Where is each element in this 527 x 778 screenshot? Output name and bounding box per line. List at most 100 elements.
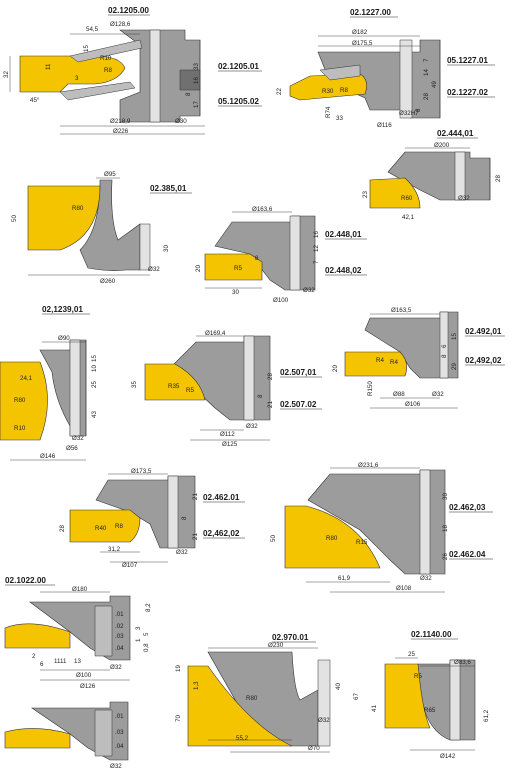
tool-drawing-6: 02,1239,01 Ø90 24,1 R80 R10 Ø146 Ø56 Ø32… xyxy=(0,305,98,461)
dimension-label: 43 xyxy=(91,411,98,418)
dimension-label: Ø112 xyxy=(220,431,235,438)
dimension-label: Ø32 xyxy=(72,435,84,442)
dimension-label: 28 xyxy=(423,93,430,100)
dimension-label: Ø32 xyxy=(420,575,432,582)
dimension-label: Ø100 xyxy=(273,297,289,304)
dimension-label: Ø126 xyxy=(80,683,96,690)
dimension-label: 17 xyxy=(193,101,200,108)
tool-code: 02.448,01 xyxy=(325,230,362,239)
dimension-label: 50 xyxy=(270,535,277,542)
dimension-label: 35 xyxy=(131,381,138,388)
tool-code: 02,1239,01 xyxy=(42,305,83,314)
dimension-label: Ø32 xyxy=(303,287,315,294)
dimension-label: R10 xyxy=(100,55,112,62)
dimension-label: R80 xyxy=(72,205,84,212)
dimension-label: 32 xyxy=(3,71,10,78)
dimension-label: Ø169,4 xyxy=(205,330,226,337)
dimension-label: R80 xyxy=(14,397,26,404)
tool-code: 02.1205.00 xyxy=(108,6,149,15)
dimension-label: Ø107 xyxy=(122,562,138,569)
dimension-label: R30 xyxy=(322,88,334,95)
dimension-label: 18 xyxy=(442,525,449,532)
dimension-label: Ø70 xyxy=(308,745,320,752)
dimension-label: Ø173,5 xyxy=(131,468,152,475)
tool-drawing-13: 02.1140.00 25 Ø83,6 41 R5 R65 Ø142 61,2 xyxy=(371,630,490,760)
tool-drawing-4: 02.385,01 Ø95 50 R80 30 Ø32 Ø260 xyxy=(11,171,192,285)
dimension-label: R8 xyxy=(115,523,123,530)
dimension-label: Ø163,5 xyxy=(391,307,412,314)
dimension-label: 42,1 xyxy=(402,214,415,221)
dimension-label: 33 xyxy=(193,63,200,70)
dimension-label: 21 xyxy=(192,533,199,540)
tool-code: 02,492,02 xyxy=(465,356,502,365)
dimension-label: Ø146 xyxy=(40,453,56,460)
dimension-label: Ø108 xyxy=(396,585,412,592)
dimension-label: 54,5 xyxy=(86,26,99,33)
dimension-label: 61,9 xyxy=(338,575,351,582)
dimension-label: 2 xyxy=(32,653,36,660)
dimension-label: Ø95 xyxy=(104,171,116,178)
dimension-label: R5 xyxy=(186,387,194,394)
dimension-label: R80 xyxy=(246,695,258,702)
dimension-label: Ø32 xyxy=(318,717,330,724)
dimension-label: R4 xyxy=(390,359,398,366)
dimension-label: 13 xyxy=(74,658,81,665)
dimension-label: Ø32 xyxy=(110,664,122,671)
dimension-label: R35 xyxy=(168,383,180,390)
dimension-label: R8 xyxy=(340,87,348,94)
dimension-label: R150 xyxy=(367,381,374,396)
dimension-label: .04 xyxy=(115,645,124,652)
dimension-label: .04 xyxy=(115,743,124,750)
dimension-label: 55,2 xyxy=(236,735,249,742)
dimension-label: Ø83,6 xyxy=(454,659,471,666)
dimension-label: 24,1 xyxy=(20,375,33,382)
dimension-label: 7 xyxy=(313,260,320,264)
dimension-label: R8 xyxy=(104,67,112,74)
dimension-label: Ø182 xyxy=(352,29,368,36)
dimension-label: Ø116 xyxy=(377,122,392,129)
tool-code: 02.385,01 xyxy=(150,184,187,193)
dimension-label: 67 xyxy=(353,693,360,700)
dimension-label: 6 xyxy=(40,661,44,668)
dimension-label: 28 xyxy=(267,373,274,380)
dimension-label: 15 xyxy=(83,45,90,52)
dimension-label: 8 xyxy=(185,92,192,96)
tool-code: 02.1227.00 xyxy=(350,8,391,17)
dimension-label: 16 xyxy=(313,231,320,238)
tool-drawing-5: 02.448,01 02.448,02 Ø163,6 20 R5 8 30 Ø1… xyxy=(195,206,367,304)
tool-code: 02.1227.02 xyxy=(447,88,488,97)
dimension-label: 45° xyxy=(30,97,40,104)
dimension-label: 6 xyxy=(441,344,448,348)
dimension-label: 30 xyxy=(442,493,449,500)
dimension-label: Ø30 xyxy=(175,118,187,125)
dimension-label: 26 xyxy=(442,553,449,560)
dimension-label: 41 xyxy=(371,705,378,712)
tool-drawing-11: 02.1022.00 Ø180 Ø100 Ø126 Ø32 13 11 2 6 … xyxy=(4,576,152,770)
tool-code: 02.448,02 xyxy=(325,266,362,275)
dimension-label: Ø260 xyxy=(100,278,116,285)
dimension-label: Ø90 xyxy=(58,335,70,342)
dimension-label: 7 xyxy=(423,58,430,62)
tool-drawing-3: 02.444,01 Ø200 23 28 R60 42,1 Ø32 xyxy=(362,129,502,221)
dimension-label: Ø32 xyxy=(458,195,470,202)
tool-code: 02.462.01 xyxy=(203,493,240,502)
dimension-label: R5 xyxy=(414,673,422,680)
dimension-label: 1,3 xyxy=(193,681,200,690)
dimension-label: 5 xyxy=(143,632,150,636)
dimension-label: 0,8 xyxy=(143,643,150,652)
tool-drawing-12: 02.970.01 Ø230 19 1,3 R80 70 55,2 Ø70 Ø3… xyxy=(175,633,360,753)
dimension-label: R15 xyxy=(356,539,368,546)
dimension-label: 3 xyxy=(135,626,142,630)
dimension-label: R5 xyxy=(234,265,242,272)
dimension-label: 33 xyxy=(336,115,343,122)
tool-code: 02.1205.01 xyxy=(218,62,259,71)
dimension-label: Ø231,6 xyxy=(358,462,379,469)
dimension-label: 14 xyxy=(423,69,430,76)
tool-drawing-9: 02.462.01 02,462,02 Ø173,5 28 R40 R8 31,… xyxy=(59,468,245,569)
dimension-label: Ø56 xyxy=(66,445,78,452)
dimension-label: Ø218,9 xyxy=(110,118,131,125)
dimension-label: Ø163,6 xyxy=(252,206,273,213)
dimension-label: 70 xyxy=(175,715,182,722)
dimension-label: 49 xyxy=(431,81,438,88)
